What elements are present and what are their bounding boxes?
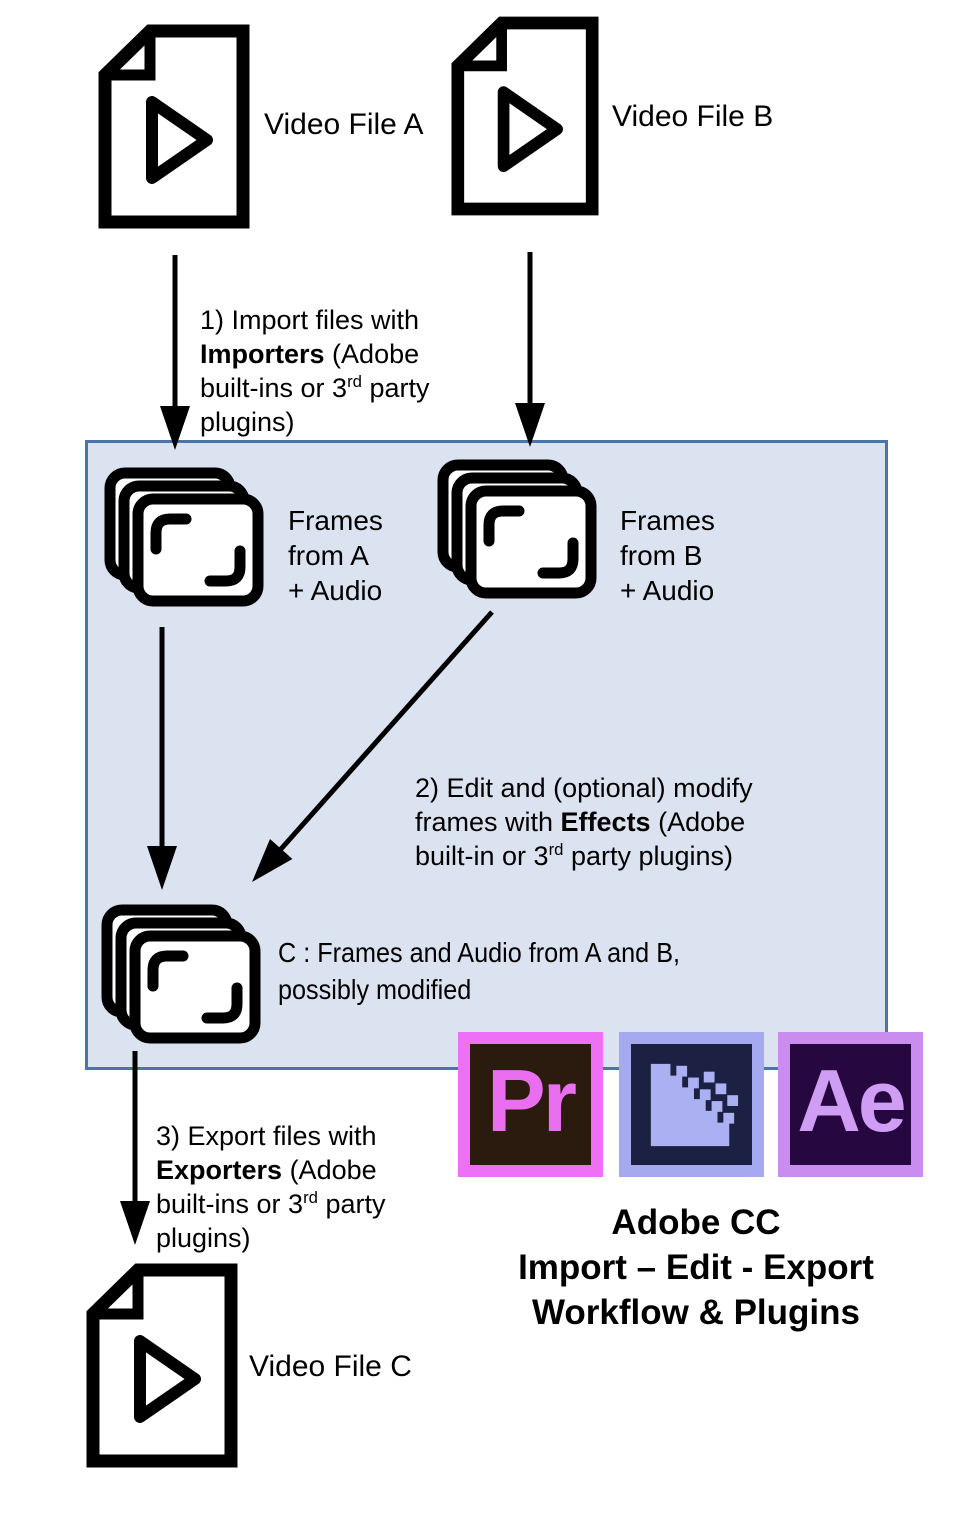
frames-b-icon — [437, 459, 605, 605]
step3-post: party plugins) — [156, 1189, 386, 1253]
step1-post: party plugins) — [200, 373, 430, 437]
video-file-c-label: Video File C — [249, 1350, 412, 1383]
step2-post: party plugins) — [563, 841, 734, 871]
media-encoder-glyph — [650, 1063, 738, 1146]
adobe-cc-caption: Adobe CC Import – Edit - Export Workflow… — [518, 1203, 874, 1332]
media-encoder-icon — [619, 1032, 764, 1177]
step2-bold: Effects — [560, 807, 651, 837]
video-file-b-label: Video File B — [612, 100, 774, 133]
step3-mid: (Adobe built-ins or 3 — [156, 1155, 377, 1219]
video-file-a-icon — [98, 24, 250, 229]
frames-b-label: Frames from B + Audio — [620, 505, 715, 606]
after-effects-abbr: Ae — [797, 1050, 906, 1150]
step1-mid: (Adobe built-ins or 3 — [200, 339, 420, 403]
video-file-c-icon — [86, 1263, 238, 1468]
frames-a-label: Frames from A + Audio — [288, 505, 383, 606]
video-file-a-label: Video File A — [264, 108, 424, 141]
step1-sup: rd — [347, 372, 362, 391]
step2-sup: rd — [548, 840, 564, 859]
step3-pre: 3) Export files with — [156, 1121, 377, 1151]
arrow-edit-b-to-c — [252, 610, 494, 882]
premiere-pro-icon: Pr — [458, 1032, 603, 1177]
frames-c-icon — [101, 903, 269, 1051]
step3-sup: rd — [303, 1188, 318, 1207]
arrow-import-a — [160, 255, 190, 450]
after-effects-icon: Ae — [778, 1032, 923, 1177]
step2-pre: 2) Edit and (optional) modify frames wit… — [415, 773, 753, 837]
step2-edit-text: 2) Edit and (optional) modify frames wit… — [415, 737, 835, 873]
frames-c-label: C : Frames and Audio from A and B, possi… — [278, 937, 681, 1005]
step1-import-text: 1) Import files with Importers (Adobe bu… — [200, 269, 480, 439]
step3-bold: Exporters — [156, 1155, 283, 1185]
step1-bold: Importers — [200, 339, 325, 369]
arrow-import-b — [515, 252, 545, 447]
premiere-pro-abbr: Pr — [487, 1050, 577, 1150]
frames-a-icon — [104, 467, 272, 613]
step1-pre: 1) Import files with — [200, 305, 420, 335]
arrow-export-c — [120, 1051, 150, 1245]
video-file-b-icon — [451, 15, 599, 217]
arrow-edit-a-to-c — [147, 627, 177, 890]
step2-mid: (Adobe built-in or 3 — [415, 807, 746, 871]
step3-export-text: 3) Export files with Exporters (Adobe bu… — [156, 1085, 446, 1255]
